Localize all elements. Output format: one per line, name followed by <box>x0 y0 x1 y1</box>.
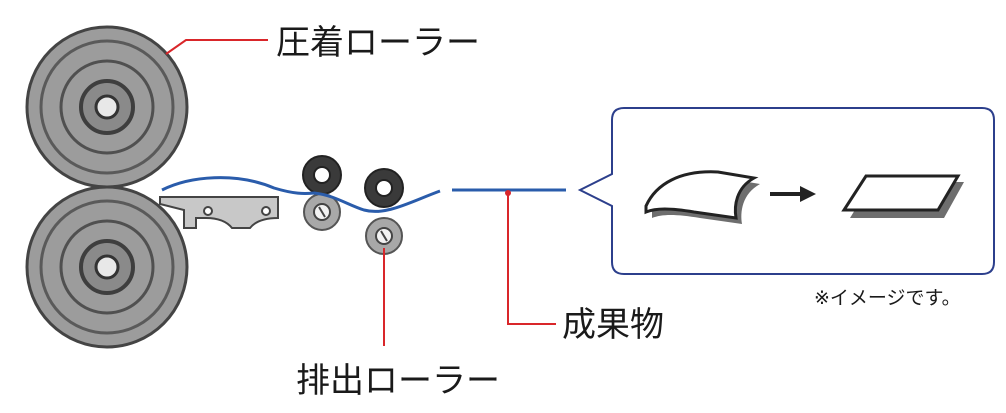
note-text: ※イメージです。 <box>814 287 961 309</box>
callout-box <box>577 107 995 275</box>
pressure-roller-bottom <box>25 185 189 349</box>
flat-sheet-icon <box>841 174 964 218</box>
guide-plate <box>159 196 279 229</box>
discharge-roller-1-top <box>302 155 342 195</box>
pressure-roller-leader <box>165 39 268 55</box>
curled-sheet-icon <box>644 170 760 224</box>
arrow-icon <box>770 186 816 202</box>
pressure-roller-top <box>25 25 189 189</box>
discharge-roller-label: 排出ローラー <box>296 361 500 401</box>
discharge-roller-2-top <box>364 168 404 208</box>
pressure-roller-label: 圧着ローラー <box>276 23 480 63</box>
product-label: 成果物 <box>562 305 664 345</box>
product-leader <box>507 193 556 325</box>
film-path <box>161 176 441 213</box>
